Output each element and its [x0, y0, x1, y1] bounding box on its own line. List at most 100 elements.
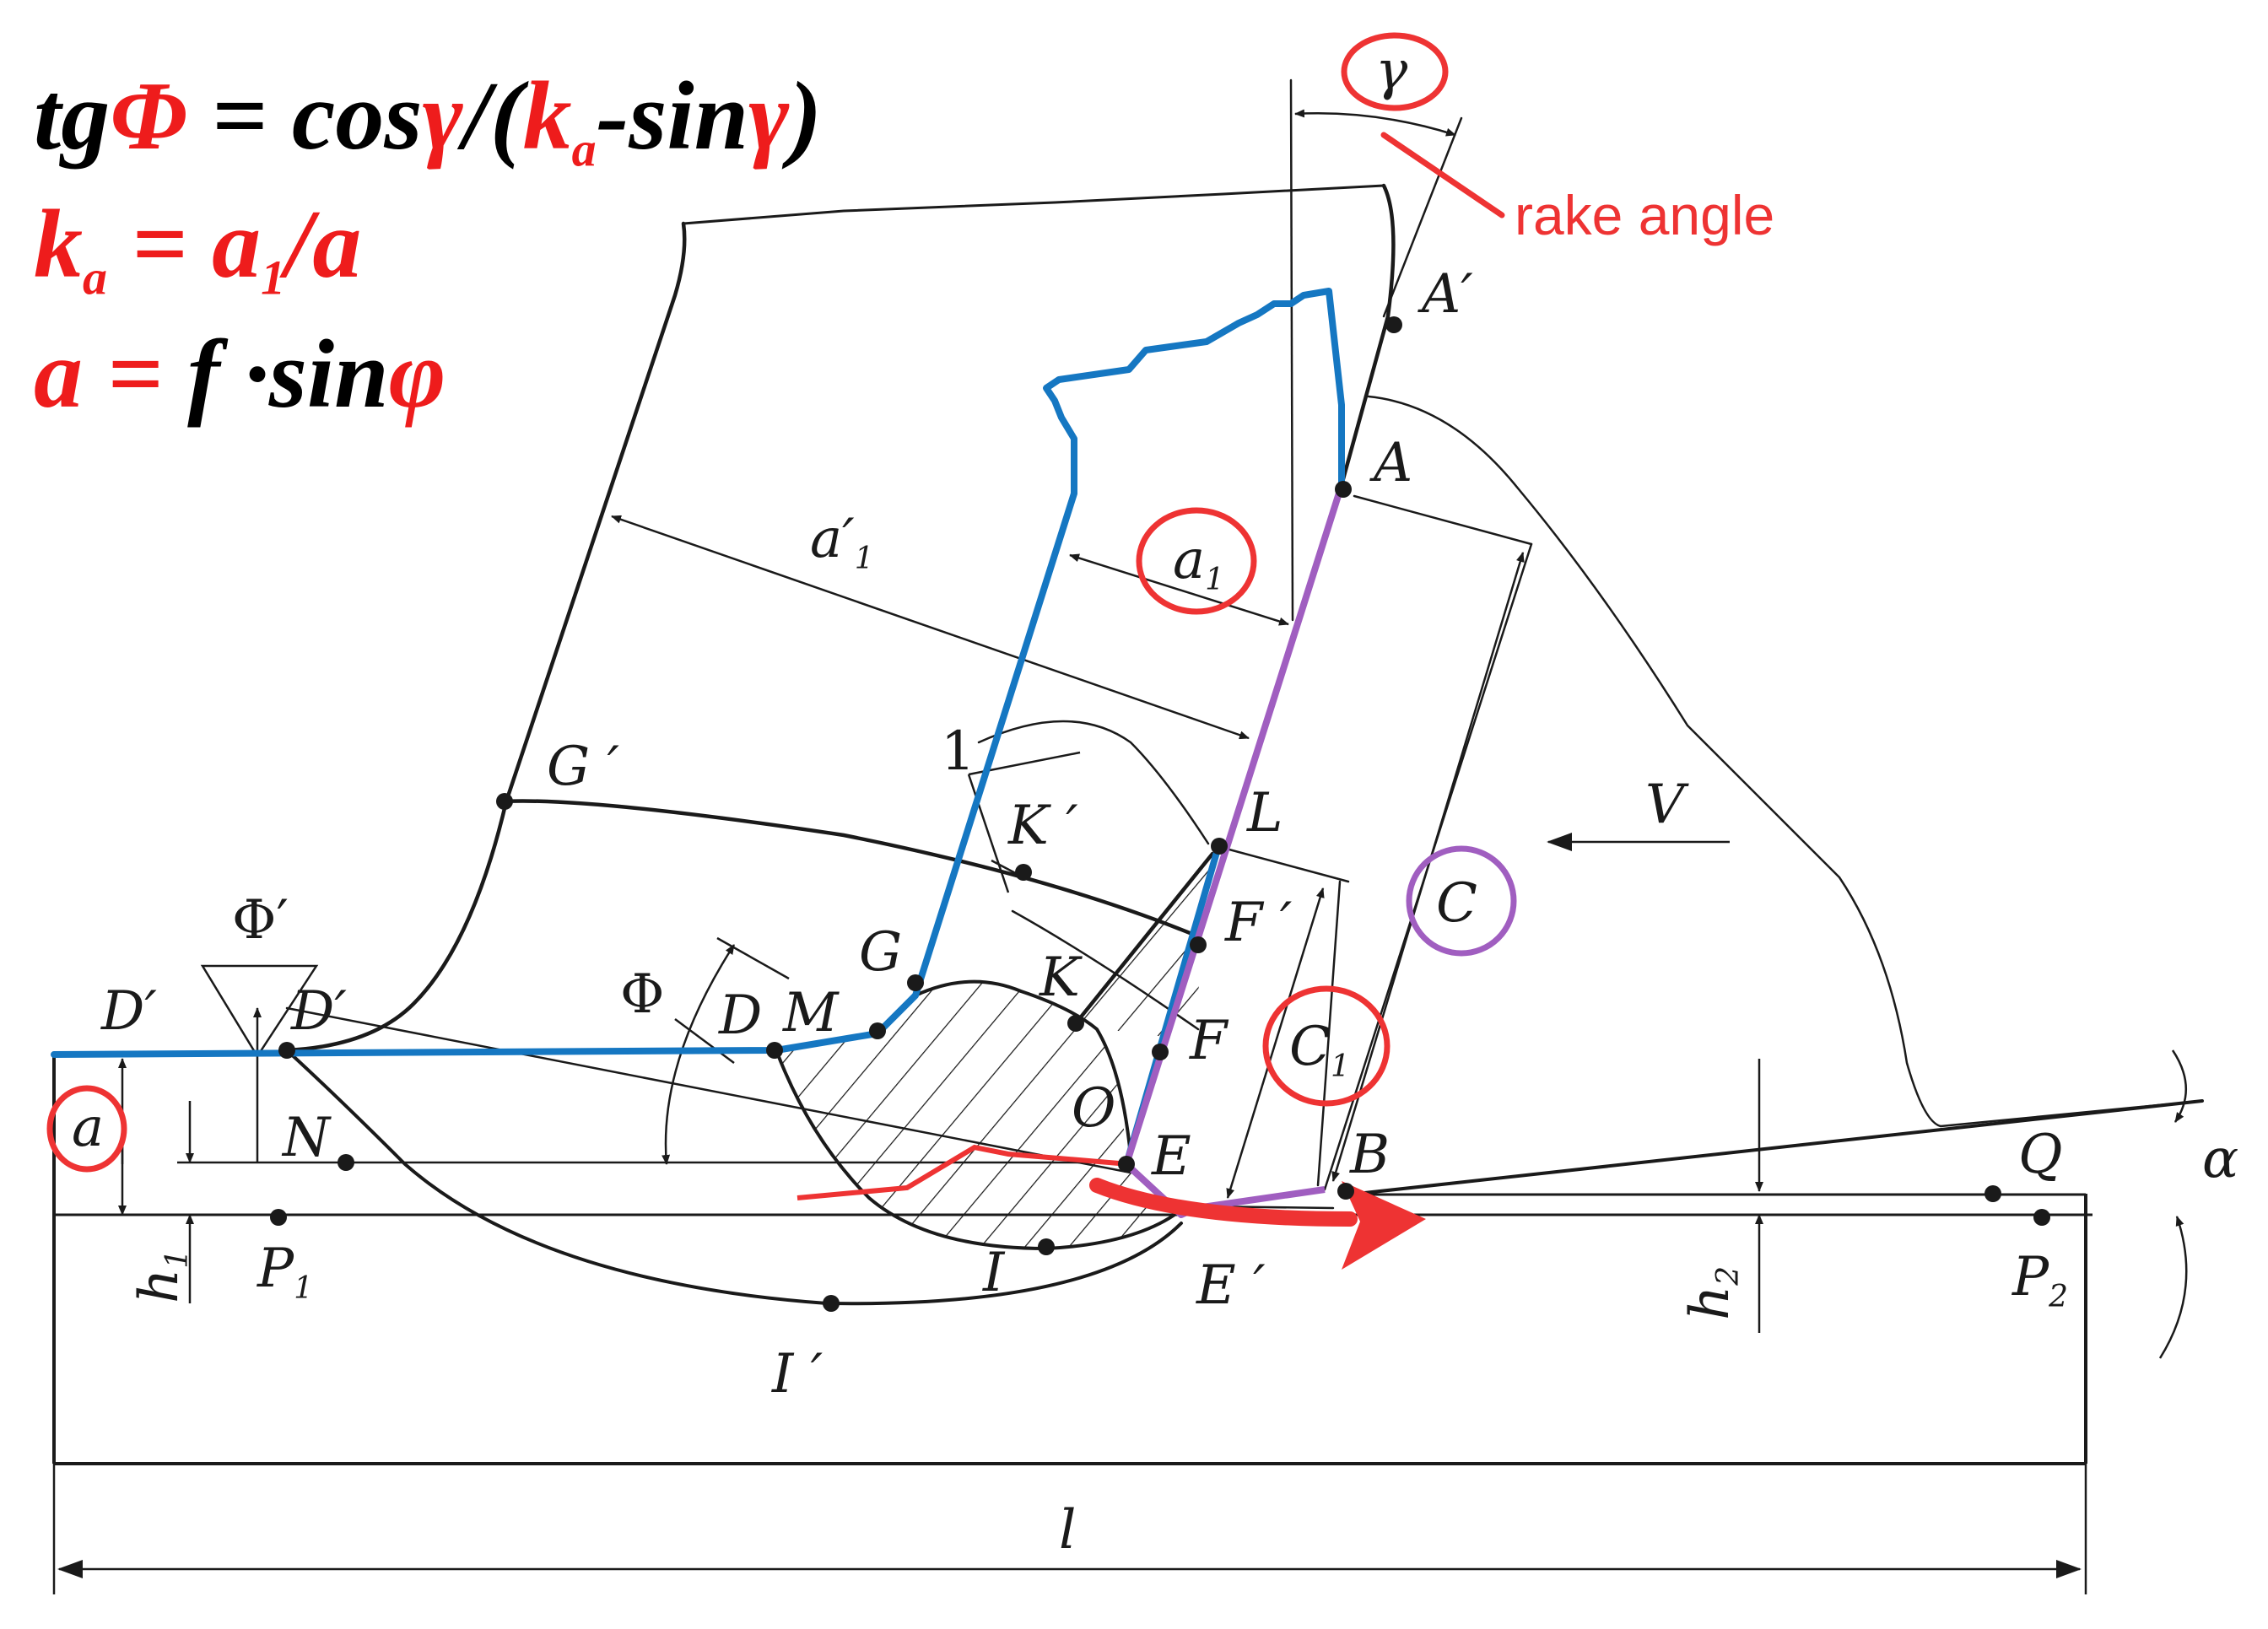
C-circle [1406, 845, 1517, 957]
tool-clearance-face [1340, 1099, 2204, 1197]
point-M [869, 1022, 886, 1039]
label-D-prime-right: D′ [290, 980, 347, 1043]
point-P1 [270, 1209, 287, 1226]
point-K-prime [1015, 864, 1032, 881]
point-F-prime [1190, 936, 1207, 953]
label-E: E [1151, 1125, 1191, 1188]
point-L [1211, 838, 1228, 855]
point-B [1337, 1183, 1354, 1200]
one-leader [967, 774, 1010, 893]
label-K: K [1039, 947, 1083, 1009]
point-E [1118, 1156, 1135, 1173]
thin-line-L [1215, 844, 1350, 883]
point-D-prime [278, 1042, 295, 1059]
Phi-ray [716, 936, 790, 980]
a1-arrow [1069, 553, 1289, 626]
Phi-arc [662, 944, 736, 1165]
label-A: A [1369, 432, 1412, 494]
chip-left-back [284, 221, 687, 1053]
a-circle [46, 1085, 127, 1173]
formula-shear-angle: tgΦ = cosγ/(ka-sinγ) [34, 62, 823, 177]
label-C1: C1 [1289, 1016, 1350, 1084]
point-K [1067, 1015, 1084, 1032]
label-h1: h1 [128, 1249, 195, 1303]
point-A [1335, 481, 1352, 498]
point-I [1038, 1238, 1055, 1255]
vertical-reference-line [1289, 78, 1294, 622]
formula-chip-ratio: ka = a1/a [34, 191, 362, 305]
rake-angle-annotation: rake angle [1515, 184, 1774, 246]
label-a1-prime: a′1 [810, 508, 874, 576]
point-G-prime [496, 793, 513, 810]
label-V: V [1645, 774, 1689, 836]
rake-reference-line [1382, 116, 1463, 318]
formula-chip-thickness: a = f ·sinφ [34, 321, 446, 429]
label-M: M [782, 982, 840, 1044]
label-Q: Q [2018, 1124, 2062, 1186]
label-alpha: α [2202, 1128, 2238, 1190]
flow-arrow-red-shaft [1089, 1178, 1358, 1227]
C1-arrow [1226, 887, 1325, 1199]
gamma-arc [1294, 109, 1456, 137]
label-D: D [718, 984, 762, 1047]
label-B: B [1349, 1124, 1390, 1186]
alpha-arc-lower [2158, 1216, 2188, 1359]
point-N [338, 1154, 354, 1171]
chip-top-boundary [682, 184, 1385, 225]
chip-right-back [1339, 183, 1396, 488]
label-K-prime: K ′ [1007, 795, 1078, 857]
label-G: G [859, 921, 902, 984]
label-P2: P2 [2012, 1246, 2068, 1314]
point-F [1152, 1044, 1169, 1060]
label-Phi: Φ [620, 963, 664, 1026]
label-N: N [281, 1107, 332, 1169]
label-D-prime-left: D′ [100, 980, 157, 1043]
deformation-outer-curve [285, 1049, 1183, 1306]
tool [1196, 78, 2204, 1210]
label-h2: h2 [1679, 1266, 1746, 1320]
label-a1: a1 [1173, 529, 1224, 597]
label-F: F [1189, 1010, 1229, 1072]
label-A-prime: A′ [1418, 263, 1473, 326]
flow-arrow-red-head [1342, 1181, 1426, 1270]
point-Q [1984, 1185, 2001, 1202]
chip-segment-K [1073, 851, 1215, 1026]
label-Phi-prime: Φ′ [232, 889, 289, 952]
chip-rounded-right [1367, 395, 1942, 1128]
points [270, 316, 2050, 1312]
label-a: a [72, 1097, 104, 1159]
label-F-prime: F ′ [1224, 892, 1293, 954]
label-O: O [1072, 1077, 1115, 1140]
hatched-shear-zone [776, 981, 1174, 1249]
flow-curve-G [501, 799, 1201, 939]
label-E-prime: E ′ [1196, 1254, 1266, 1317]
a1-circle [1136, 507, 1257, 615]
alpha-arc [2171, 1049, 2187, 1123]
point-I-prime [823, 1295, 840, 1312]
labels: γ A′ A a′1 a1 G ′ 1 K ′ L V C F ′ F C1 G… [72, 40, 2238, 1562]
label-L: L [1246, 782, 1283, 844]
point-G [907, 974, 924, 991]
alpha-extension [1940, 1099, 2203, 1128]
label-gamma: γ [1375, 40, 1408, 102]
rake-angle-pointer [1380, 132, 1505, 218]
point-P2 [2033, 1209, 2050, 1226]
label-one: 1 [941, 720, 975, 783]
label-I-prime: I ′ [771, 1343, 824, 1405]
thin-line-A [1353, 494, 1533, 546]
label-C: C [1436, 872, 1477, 935]
C-arrow [1331, 552, 1525, 1182]
C1-circle [1262, 985, 1390, 1107]
point-D [766, 1042, 783, 1059]
label-P1: P1 [256, 1238, 313, 1306]
label-I: I [982, 1242, 1006, 1304]
Phi-prime-triangle [200, 964, 319, 1059]
shear-plane-blue [51, 288, 1345, 1058]
chip-flow-red [796, 1144, 1130, 1200]
label-G-prime: G ′ [547, 736, 619, 798]
gamma-circle [1341, 32, 1449, 111]
a1-prime-arrow [611, 515, 1250, 740]
point-A-prime [1385, 316, 1402, 333]
label-l: l [1059, 1499, 1076, 1562]
